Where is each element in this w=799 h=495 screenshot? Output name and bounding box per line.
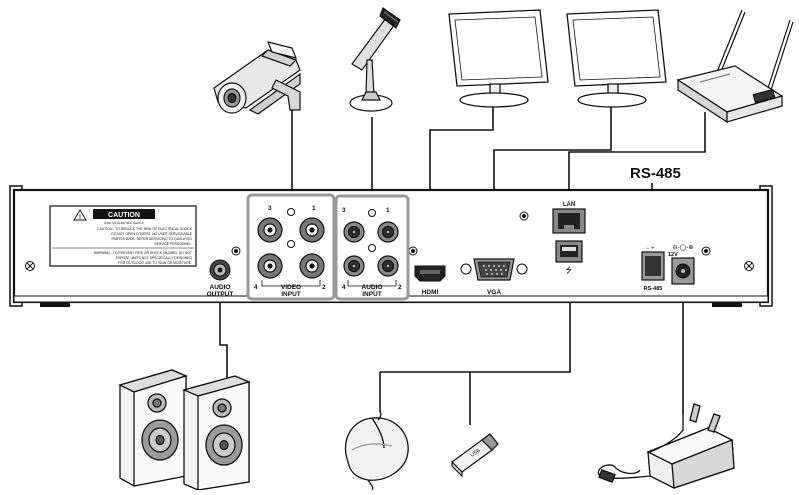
usb-stick-label: USB [470,447,482,458]
audio-input-label-2: INPUT [362,291,382,298]
caution-text-2: DO NOT OPEN COVERS. NO USER SERVICEABLE [111,232,192,236]
lan-port [552,208,586,234]
caution-subtitle: RISK OF ELECTRIC SHOCK [104,221,143,225]
speaker-icon [182,375,251,491]
rs485-port-label: RS-485 [644,286,663,292]
camera-icon [213,41,301,115]
hdmi-label: HDMI [422,289,439,296]
screw-icon [701,246,711,256]
video-input-label-2: INPUT [281,291,301,298]
warning-text-2: EXPOSE UNITS NOT SPECIFICALLY DESIGNED [116,256,193,260]
speaker-cable [219,290,228,380]
rs485-port: − + [641,246,665,281]
audio-output-label-1: AUDIO [210,284,231,291]
bnc-port [257,217,283,243]
bnc-port [299,217,325,243]
rca-port [343,221,365,243]
lan-label: LAN [563,202,575,208]
usb-stick-icon: USB [451,433,499,478]
mouse-icon [344,411,409,491]
power-adapter-icon [597,403,735,489]
router-icon [676,9,794,124]
power-label: 12V [668,252,678,258]
screw-icon [231,246,241,256]
power-port [671,257,695,285]
bnc-port [299,253,325,279]
speaker-icon [118,369,188,487]
audio-ch1: 1 [386,207,390,214]
vga-port [460,258,528,281]
microphone-icon [349,7,401,112]
video-ch1: 1 [312,205,316,212]
rca-port [377,255,399,277]
svg-text:!: ! [79,215,81,221]
monitor-icon [566,9,667,108]
audio-output-label-2: OUTPUT [207,291,234,298]
usb-symbol-icon: ⭍ [566,266,573,275]
audio-output-port [209,259,231,281]
caution-title: CAUTION [108,212,140,219]
screw-icon [25,261,35,271]
audio-ch4: 4 [342,284,346,291]
caution-text-3: PARTS INSIDE. REFER SERVICING TO QUALIFI… [111,237,192,241]
bnc-port [257,253,283,279]
audio-input-label-1: AUDIO [362,284,383,291]
video-ch3: 3 [268,205,272,212]
video-ch4: 4 [254,284,258,291]
audio-ch2: 2 [398,284,402,291]
caution-text-1: CAUTION : TO REDUCE THE RISK OF ELECTRIC… [97,227,193,231]
rca-port [377,221,399,243]
vga-label: VGA [487,289,501,296]
warning-text-3: FOR OUTDOOR USE TO RAIN OR MOISTURE. [118,261,192,265]
screw-icon [744,261,754,271]
warning-text-1: WARNING : TO PREVENT FIRE OR SHOCK HAZAR… [94,251,192,255]
warning-triangle-icon [73,209,87,221]
rs485-title: RS-485 [630,165,681,182]
screw-icon [519,211,529,221]
hdmi-port [414,265,446,282]
video-input-group: 3 1 4 2 VIDEO INPUT [246,193,336,301]
caution-label: ! CAUTION RISK OF ELECTRIC SHOCK CAUTION… [49,205,197,267]
video-input-label-1: VIDEO [281,284,301,291]
screw-icon [408,246,418,256]
audio-ch3: 3 [342,207,346,214]
svg-text:− +: − + [646,246,655,252]
audio-input-group: 3 1 4 2 AUDIO INPUT [334,194,410,301]
caution-text-4: SERVICE PERSONNEL. [154,242,192,246]
rca-port [343,255,365,277]
monitor-icon [448,9,549,108]
router-cable [568,112,706,222]
power-polarity-icon: ⊖-◯-⊕ [673,244,694,251]
usb-port [555,240,583,263]
video-ch2: 2 [322,284,326,291]
